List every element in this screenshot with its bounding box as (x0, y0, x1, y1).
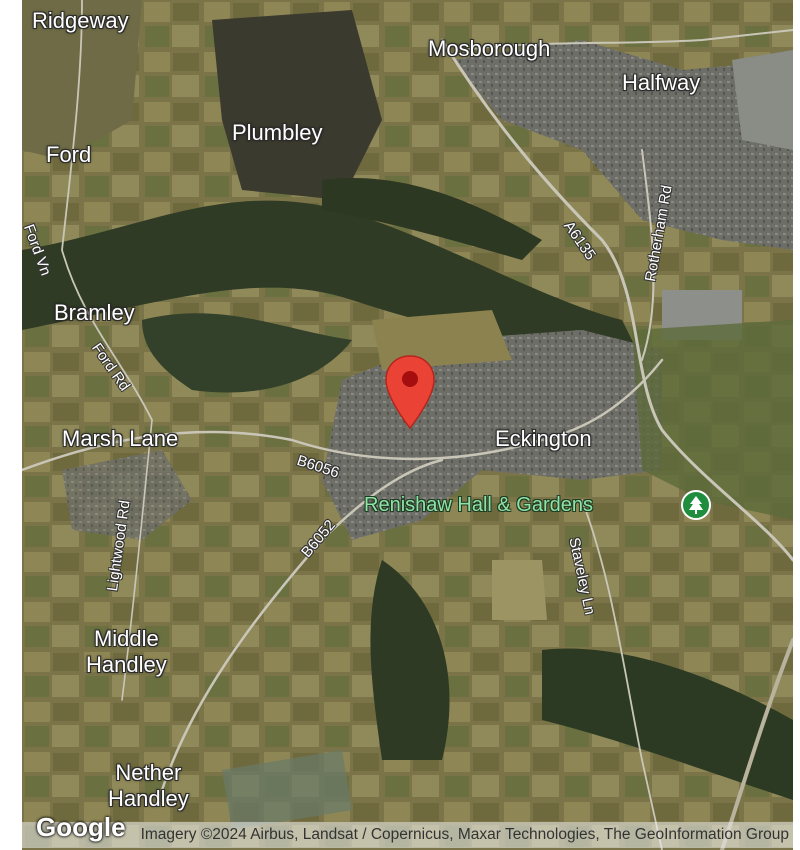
satellite-imagery (22, 0, 793, 850)
google-logo: Google (36, 812, 126, 842)
place-label-marsh-lane[interactable]: Marsh Lane (62, 426, 179, 451)
place-label-bramley[interactable]: Bramley (54, 300, 135, 325)
place-label-middle-handley[interactable]: Middle Handley (86, 626, 167, 677)
location-pin-icon[interactable] (384, 354, 436, 435)
map-canvas[interactable]: Ridgeway Mosborough Halfway Plumbley For… (22, 0, 793, 850)
place-label-mosborough[interactable]: Mosborough (428, 36, 551, 61)
place-label-plumbley[interactable]: Plumbley (232, 120, 323, 145)
park-tree-icon[interactable] (681, 490, 711, 520)
place-label-ford[interactable]: Ford (46, 142, 92, 167)
place-label-eckington[interactable]: Eckington (495, 426, 592, 451)
map-attribution: Imagery ©2024 Airbus, Landsat / Copernic… (22, 822, 793, 848)
place-label-halfway[interactable]: Halfway (622, 70, 701, 95)
place-label-ridgeway[interactable]: Ridgeway (32, 8, 129, 33)
poi-label-renishaw-hall[interactable]: Renishaw Hall & Gardens (364, 494, 593, 516)
place-label-nether-handley[interactable]: Nether Handley (108, 760, 189, 811)
